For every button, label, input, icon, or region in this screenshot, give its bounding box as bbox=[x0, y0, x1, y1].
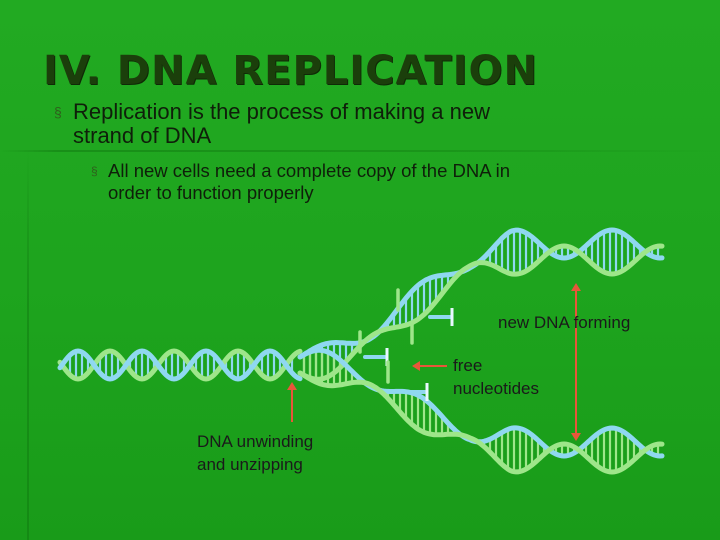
decorative-vertical-line bbox=[27, 150, 29, 540]
square-bullet-icon: § bbox=[54, 104, 62, 120]
label-new-dna-forming: new DNA forming bbox=[498, 313, 631, 332]
dna-strands bbox=[57, 227, 665, 475]
arrow-head bbox=[571, 433, 581, 441]
dna-replication-diagram bbox=[57, 227, 665, 475]
sub-bullet-text-line1: All new cells need a complete copy of th… bbox=[108, 160, 511, 181]
bullet-replication: § Replication is the process of making a… bbox=[54, 99, 673, 148]
label-dna-unwinding: DNA unwinding and unzipping bbox=[197, 432, 314, 474]
bullet-text-line1: Replication is the process of making a n… bbox=[73, 99, 490, 124]
arrow-head bbox=[571, 283, 581, 291]
lower-old-strand bbox=[297, 370, 665, 475]
annotation-arrows bbox=[287, 283, 581, 441]
slide-title: IV. DNA REPLICATION bbox=[43, 48, 539, 94]
arrow-head bbox=[412, 361, 420, 371]
arrow-head bbox=[287, 382, 297, 390]
base-pair-rungs bbox=[68, 230, 660, 472]
free-nucleotides bbox=[358, 288, 454, 401]
bullet-text-line2: strand of DNA bbox=[73, 123, 212, 148]
sub-bullet-text-line2: order to function properly bbox=[108, 182, 314, 203]
sub-bullet-cells: § All new cells need a complete copy of … bbox=[91, 160, 688, 204]
upper-old-strand bbox=[297, 227, 665, 360]
parental-strand-green bbox=[57, 348, 303, 382]
parental-strand-blue bbox=[57, 348, 303, 382]
decorative-horizontal-line bbox=[0, 150, 720, 152]
label-free-nucleotides: free nucleotides bbox=[453, 356, 540, 398]
square-bullet-icon: § bbox=[91, 164, 98, 178]
